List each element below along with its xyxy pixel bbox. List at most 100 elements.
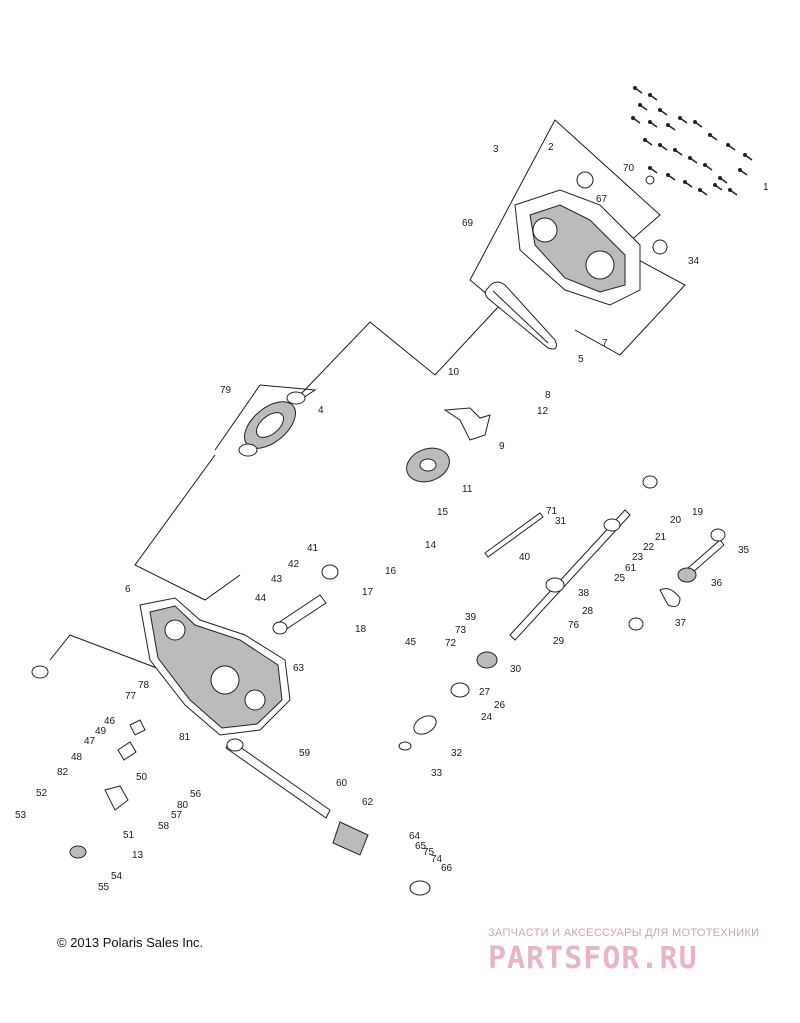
callout-44: 44 — [255, 593, 267, 604]
callout-81: 81 — [179, 732, 191, 743]
callout-38: 38 — [578, 588, 590, 599]
lower-case — [31, 597, 291, 736]
callout-45: 45 — [405, 637, 417, 648]
bolt-icon — [698, 188, 708, 196]
shaft-29 — [509, 475, 658, 641]
callout-61: 61 — [625, 563, 637, 574]
bolt-icon — [648, 120, 658, 128]
callout-7: 7 — [602, 338, 608, 349]
output-shaft — [225, 738, 431, 896]
callout-18: 18 — [355, 624, 367, 635]
bolt-icon — [658, 108, 668, 116]
callout-59: 59 — [299, 748, 311, 759]
callout-10: 10 — [448, 367, 460, 378]
callout-75: 75 — [423, 847, 435, 858]
callout-14: 14 — [425, 540, 437, 551]
callout-22: 22 — [643, 542, 655, 553]
watermark-tagline: ЗАПЧАСТИ И АКСЕССУАРЫ ДЛЯ МОТОТЕХНИКИ — [488, 927, 760, 939]
gear-11 — [406, 447, 450, 483]
callout-72: 72 — [445, 638, 457, 649]
callout-53: 53 — [15, 810, 27, 821]
shaft-36 — [628, 528, 726, 631]
callout-19: 19 — [692, 507, 704, 518]
shaft-18 — [272, 564, 339, 635]
callout-4: 4 — [318, 405, 324, 416]
callout-69: 69 — [462, 218, 474, 229]
callout-16: 16 — [385, 566, 397, 577]
bolt-icon — [631, 116, 641, 124]
bolt-icon — [738, 168, 748, 176]
bolt-icon — [666, 123, 676, 131]
bolt-icon — [708, 133, 718, 141]
callout-39: 39 — [465, 612, 477, 623]
callout-46: 46 — [104, 716, 116, 727]
bolt-icon — [728, 188, 738, 196]
callout-43: 43 — [271, 574, 283, 585]
bolt-icon — [648, 166, 658, 174]
group-outlines — [49, 119, 686, 676]
callout-26: 26 — [494, 700, 506, 711]
callout-23: 23 — [632, 552, 644, 563]
callouts: 1234567891011121314151617181920212223242… — [15, 142, 769, 893]
bolt-icon — [678, 116, 688, 124]
callout-20: 20 — [670, 515, 682, 526]
bolt-icon — [718, 176, 728, 184]
callout-77: 77 — [125, 691, 137, 702]
callout-40: 40 — [519, 552, 531, 563]
bolt-array — [631, 86, 753, 196]
callout-49: 49 — [95, 726, 107, 737]
callout-70: 70 — [623, 163, 635, 174]
callout-5: 5 — [578, 354, 584, 365]
callout-34: 34 — [688, 256, 700, 267]
left-parts — [69, 719, 146, 859]
bolt-icon — [633, 86, 643, 94]
bolt-icon — [658, 143, 668, 151]
callout-13: 13 — [132, 850, 144, 861]
callout-35: 35 — [738, 545, 750, 556]
bolt-icon — [726, 143, 736, 151]
bolt-icon — [648, 93, 658, 101]
callout-3: 3 — [493, 144, 499, 155]
gear-30 — [398, 651, 498, 751]
callout-80: 80 — [177, 800, 189, 811]
callout-1: 1 — [763, 182, 769, 193]
callout-2: 2 — [548, 142, 554, 153]
callout-31: 31 — [555, 516, 567, 527]
bolt-icon — [683, 180, 693, 188]
copyright-text: © 2013 Polaris Sales Inc. — [57, 935, 204, 950]
callout-71: 71 — [546, 506, 558, 517]
gear-79 — [238, 391, 306, 457]
callout-33: 33 — [431, 768, 443, 779]
callout-67: 67 — [596, 194, 608, 205]
callout-32: 32 — [451, 748, 463, 759]
callout-24: 24 — [481, 712, 493, 723]
bolt-icon — [688, 156, 698, 164]
callout-17: 17 — [362, 587, 374, 598]
bolt-icon — [713, 183, 723, 191]
upper-case-cover — [514, 171, 668, 306]
callout-36: 36 — [711, 578, 723, 589]
shift-fork — [443, 407, 491, 441]
callout-12: 12 — [537, 406, 549, 417]
callout-57: 57 — [171, 810, 183, 821]
bolt-icon — [703, 163, 713, 171]
callout-37: 37 — [675, 618, 687, 629]
callout-73: 73 — [455, 625, 467, 636]
callout-62: 62 — [362, 797, 374, 808]
callout-76: 76 — [568, 620, 580, 631]
watermark-logo: PARTSFOR.RU — [488, 941, 698, 976]
callout-21: 21 — [655, 532, 667, 543]
bolt-icon — [643, 138, 653, 146]
callout-82: 82 — [57, 767, 69, 778]
callout-15: 15 — [437, 507, 449, 518]
callout-11: 11 — [462, 484, 473, 495]
callout-42: 42 — [288, 559, 300, 570]
drive-belt — [484, 281, 557, 350]
callout-25: 25 — [614, 573, 626, 584]
callout-48: 48 — [71, 752, 83, 763]
callout-54: 54 — [111, 871, 123, 882]
callout-58: 58 — [158, 821, 170, 832]
bolt-icon — [743, 153, 753, 161]
callout-9: 9 — [499, 441, 505, 452]
